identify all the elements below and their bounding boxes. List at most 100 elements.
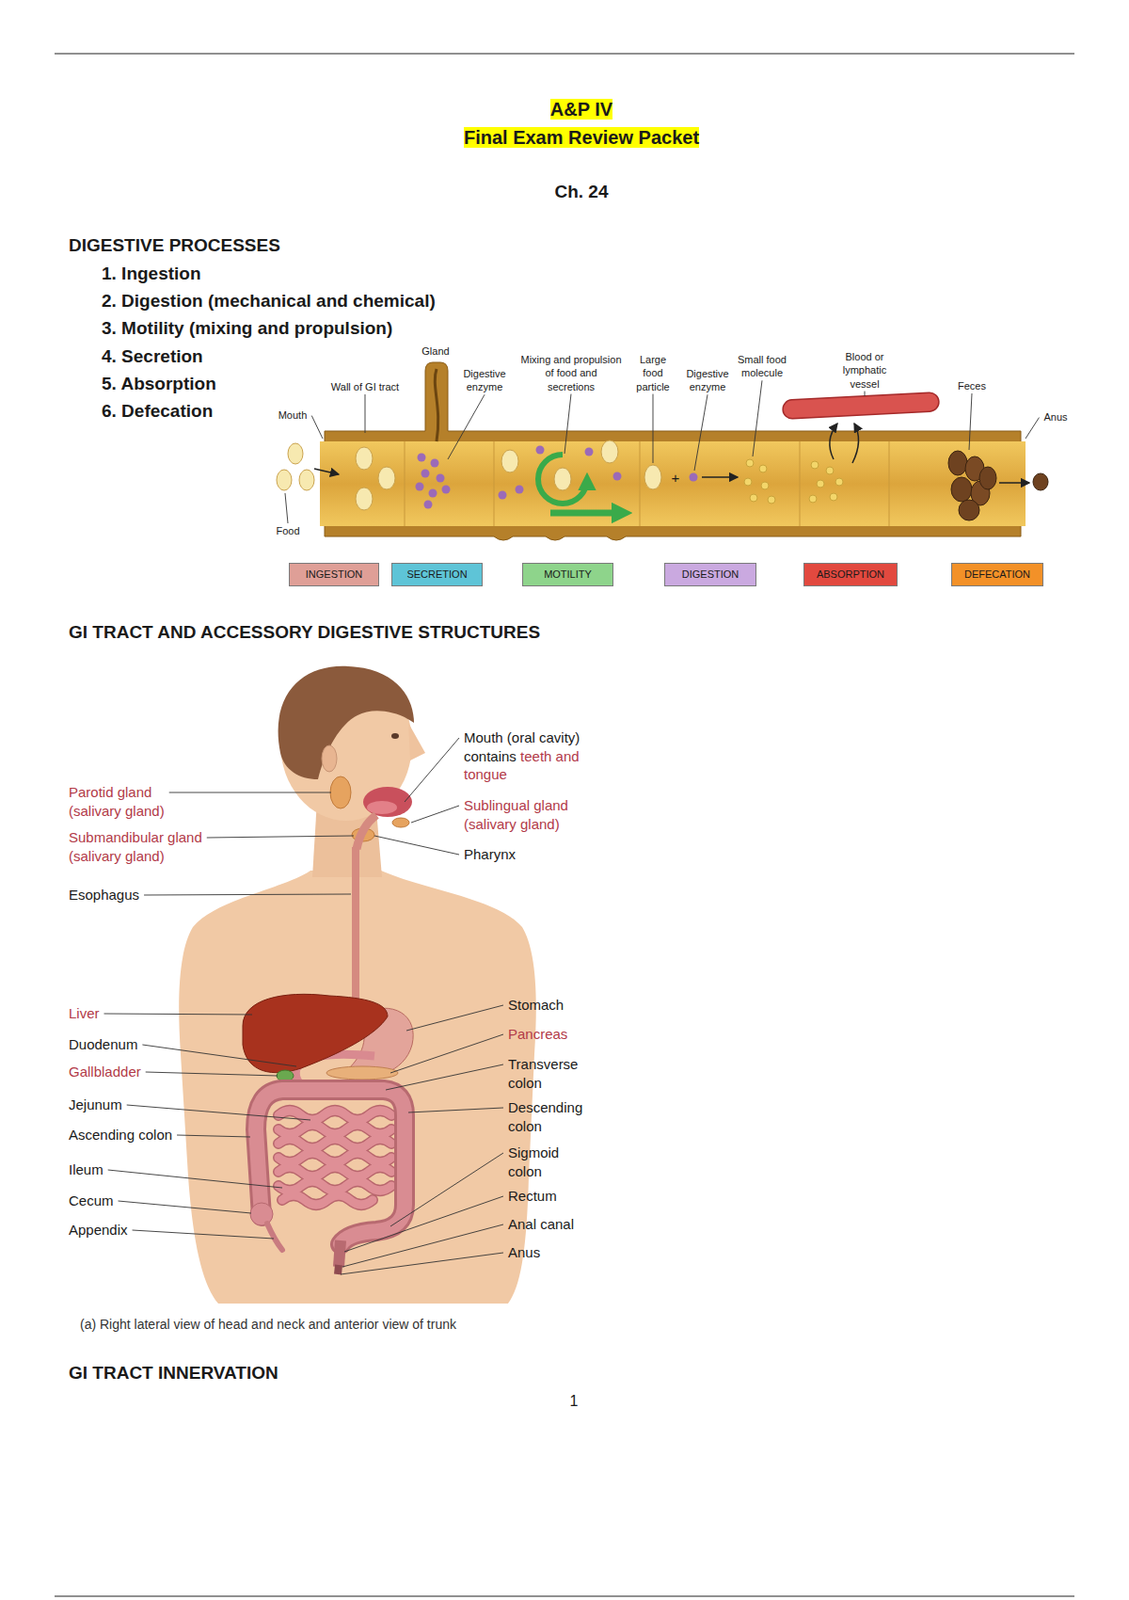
label-block: Mouth [271, 408, 314, 422]
propulsion-arrow [550, 509, 625, 517]
feces [1033, 473, 1049, 491]
leader-line [694, 394, 708, 471]
appendix [267, 1223, 283, 1250]
label-block: Jejunum [68, 1095, 123, 1114]
enzyme-dot [436, 474, 446, 483]
caption-text: (a) Right lateral view of head and neck … [79, 1316, 457, 1332]
gland-duct [434, 368, 438, 442]
label-block: Pancreas [508, 1024, 568, 1044]
leader-line [969, 393, 972, 450]
label-block: Anal canal [508, 1214, 574, 1234]
feces [958, 499, 980, 521]
enzyme-dot [429, 489, 438, 498]
label-block: Cecum [68, 1191, 114, 1210]
label-text: Duodenum [68, 1035, 138, 1052]
rule-line [54, 1594, 1075, 1596]
label-block: + [666, 468, 685, 488]
segment-divider [404, 441, 406, 526]
food-particle [299, 469, 315, 491]
tongue [366, 800, 398, 814]
small-molecule [816, 479, 825, 488]
leader-line [652, 394, 654, 463]
label-block: Submandibular gland (salivary gland) [68, 827, 210, 865]
label-block: Rectum [508, 1186, 557, 1206]
label-block: Descending colon [508, 1097, 591, 1135]
blood-vessel [782, 392, 940, 420]
digestion-arrow [701, 476, 738, 478]
label-block: Digestive enzyme [683, 366, 732, 395]
absorption-arrow [852, 423, 859, 463]
label-text: Anus [1043, 411, 1067, 423]
gi-lumen [319, 441, 1026, 526]
label-block: Food [269, 524, 307, 538]
label-text: Anal canal [508, 1215, 574, 1232]
label-block: Ch. 24 [440, 180, 723, 205]
enzyme-dot [424, 500, 433, 509]
enzyme-dot [689, 473, 699, 482]
small-intestine [278, 1110, 392, 1205]
leader-line [311, 415, 323, 439]
rule-line [54, 52, 1075, 54]
label-text: Small food molecule [737, 353, 787, 379]
small-intestine-outline [278, 1110, 392, 1205]
food-particle [276, 469, 292, 491]
label-text: Descending colon [508, 1098, 583, 1134]
label-text: Parotid gland (salivary gland) [68, 783, 165, 819]
leader-line [206, 835, 354, 838]
leader-line [406, 1004, 504, 1031]
feces [948, 450, 968, 476]
leader-line [752, 380, 763, 457]
hair [278, 666, 414, 780]
small-molecule [835, 477, 843, 486]
label-block: 5. Absorption [101, 372, 217, 397]
feces [951, 477, 972, 502]
process-band: SECRETION [391, 562, 483, 587]
label-block: Small food molecule [737, 352, 787, 381]
label-block: 1 [559, 1391, 589, 1412]
leader-line [169, 792, 332, 794]
label-block: Transverse colon [508, 1054, 589, 1092]
food-particle [287, 443, 303, 464]
label-block: Blood or lymphatic vessel [834, 349, 895, 391]
leader-line [127, 1104, 311, 1120]
label-text: Mixing and propulsion of food and secret… [520, 353, 621, 393]
leader-line [176, 1134, 251, 1137]
process-band: MOTILITY [522, 562, 614, 587]
label-text: Food [275, 524, 300, 537]
ear [321, 745, 337, 772]
leader-line [342, 1224, 504, 1267]
segment-divider [639, 441, 641, 526]
label-block: GI TRACT INNERVATION [68, 1361, 279, 1385]
label-block: Appendix [68, 1220, 128, 1240]
enzyme-dot [585, 447, 594, 457]
caption-block: (a) Right lateral view of head and neck … [79, 1315, 457, 1333]
parotid-gland [330, 776, 351, 809]
label-text: 1 [570, 1392, 579, 1409]
leader-line [104, 1013, 253, 1015]
mixing-arrow [538, 454, 588, 504]
label-block: Digestive enzyme [459, 366, 511, 395]
label-text: Digestive enzyme [685, 367, 729, 393]
small-molecule [810, 461, 819, 469]
label-block: 4. Secretion [101, 345, 204, 369]
label-block: 3. Motility (mixing and propulsion) [101, 317, 393, 341]
band-label: DIGESTION [682, 568, 740, 581]
label-text: Pharynx [463, 845, 516, 862]
label-block: Anus [1036, 410, 1075, 424]
food-particle [355, 487, 373, 510]
segment-divider [889, 441, 891, 526]
small-molecule [744, 477, 752, 486]
label-text: Sublingual gland (salivary gland) [463, 796, 569, 832]
label-text: Stomach [508, 996, 564, 1013]
heading-text: Final Exam Review Packet [463, 127, 700, 148]
rectum [338, 1240, 341, 1267]
label-block: Gland [414, 344, 457, 358]
enzyme-dot [442, 485, 451, 494]
segment-divider [493, 441, 495, 526]
label-block: Anus [508, 1242, 541, 1262]
food-particle [554, 467, 572, 491]
small-molecule [746, 459, 754, 467]
label-block: Esophagus [68, 885, 140, 905]
label-block: 1. Ingestion [101, 262, 202, 287]
